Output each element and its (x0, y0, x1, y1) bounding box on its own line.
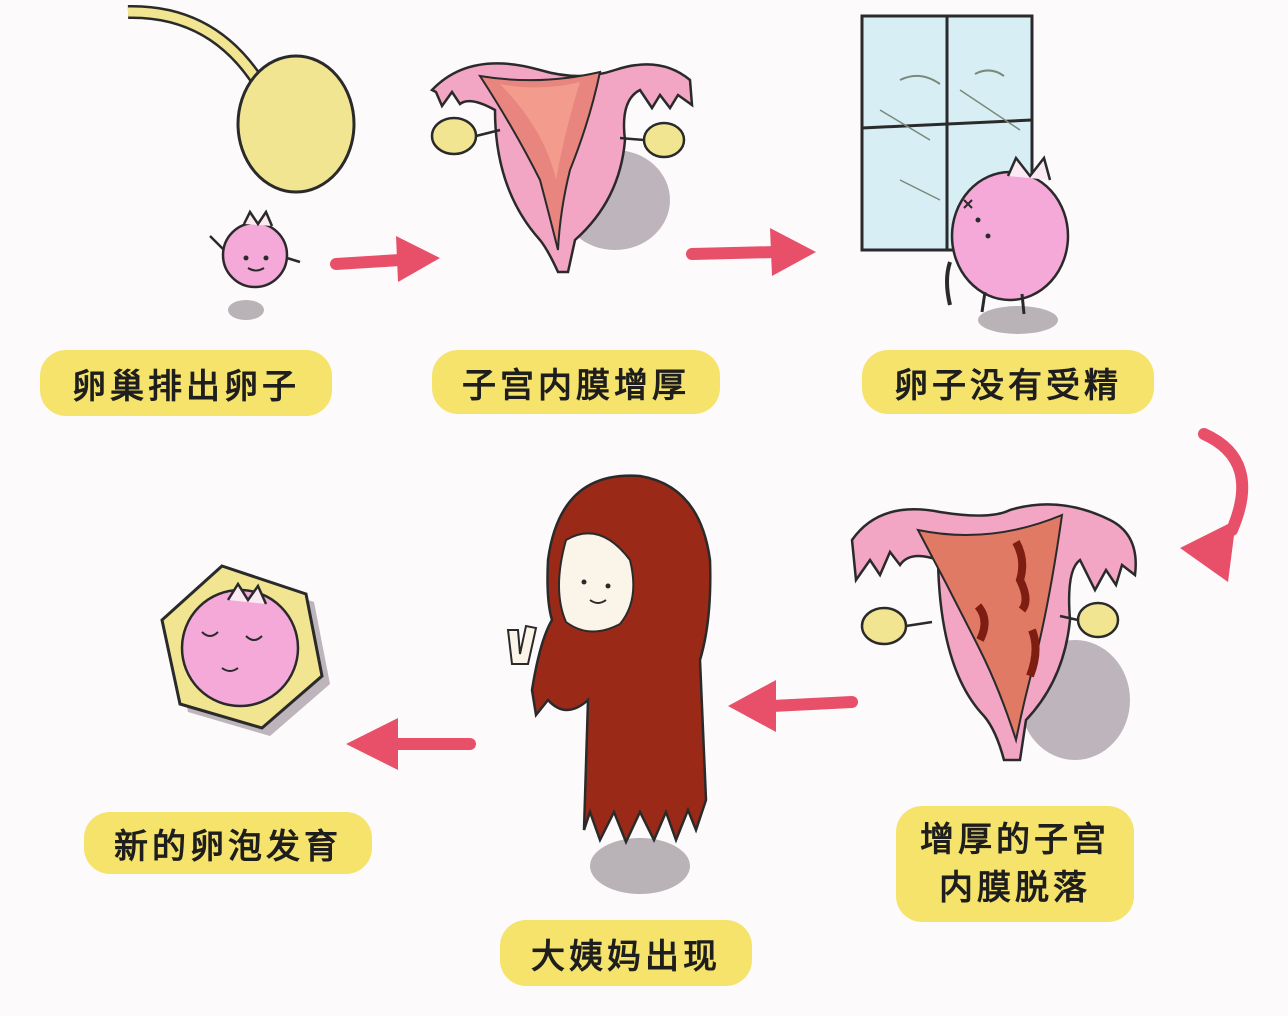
new-follicle-illustration (160, 564, 330, 736)
period-arrives-illustration (506, 474, 712, 894)
thickened-uterus-illustration (429, 62, 694, 274)
step4-label: 增厚的子宫 内膜脱落 (896, 806, 1134, 922)
step5-label: 大姨妈出现 (500, 920, 752, 986)
shedding-uterus-illustration (850, 503, 1137, 762)
step3-label-text: 卵子没有受精 (894, 365, 1122, 406)
step3-label: 卵子没有受精 (862, 350, 1154, 414)
step5-label-text: 大姨妈出现 (531, 936, 721, 977)
arrow-step1-to-step2 (330, 236, 440, 282)
step1-label-text: 卵巢排出卵子 (72, 366, 300, 407)
step2-label: 子宫内膜增厚 (432, 350, 720, 414)
step4-label-line1: 增厚的子宫 (920, 820, 1110, 860)
arrow-step3-to-step4 (1180, 428, 1249, 582)
step1-label: 卵巢排出卵子 (40, 350, 332, 416)
step2-label-text: 子宫内膜增厚 (462, 365, 690, 406)
unfertilized-egg-illustration (860, 14, 1070, 334)
arrow-step4-to-step5 (728, 680, 858, 732)
arrow-step5-to-step6 (346, 718, 476, 770)
arrow-step2-to-step3 (686, 228, 816, 276)
ovary-releasing-egg-illustration (127, 4, 356, 320)
step6-label: 新的卵泡发育 (84, 812, 372, 874)
step6-label-text: 新的卵泡发育 (114, 826, 342, 867)
step4-label-line2: 内膜脱落 (939, 868, 1091, 908)
